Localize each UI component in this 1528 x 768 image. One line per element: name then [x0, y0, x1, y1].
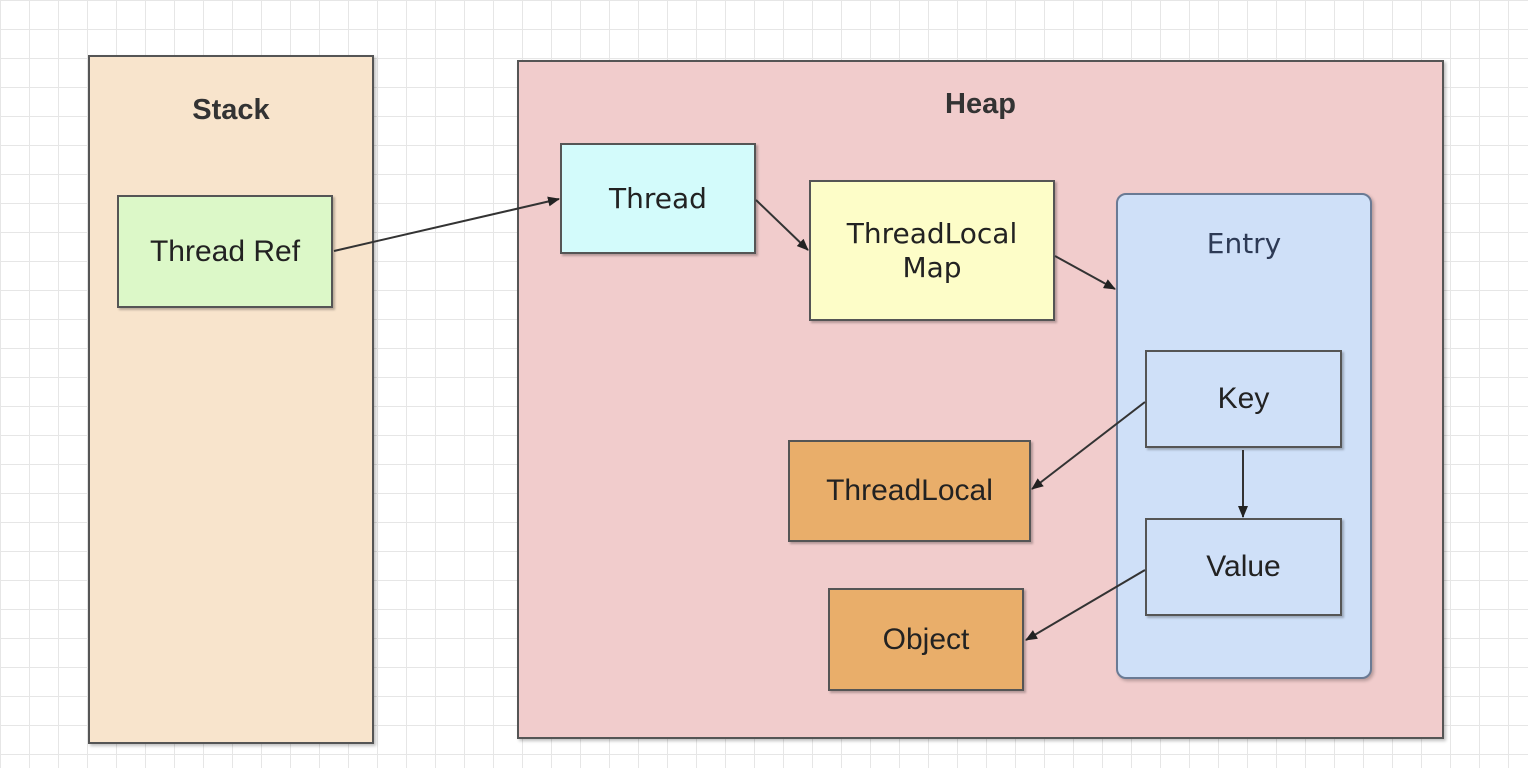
object-node: Object	[828, 588, 1024, 691]
value-label: Value	[1206, 550, 1281, 583]
stack-container: Stack	[88, 55, 374, 744]
key-label: Key	[1217, 382, 1270, 415]
thread-node: Thread	[560, 143, 756, 254]
heap-title: Heap	[945, 88, 1016, 120]
object-label: Object	[882, 622, 970, 656]
threadlocal-label: ThreadLocal	[826, 474, 993, 507]
entry-title: Entry	[1206, 227, 1282, 260]
key-node: Key	[1145, 350, 1342, 448]
arrow-threadref-to-thread	[333, 196, 560, 252]
stack-title: Stack	[192, 94, 270, 126]
arrow-thread-to-threadlocalmap	[755, 199, 809, 251]
arrow-key-to-threadlocal	[1031, 401, 1146, 490]
arrow-value-to-object	[1025, 569, 1146, 641]
threadlocal-map-node: ThreadLocal Map	[809, 180, 1055, 321]
thread-ref-label: Thread Ref	[149, 234, 301, 268]
value-node: Value	[1145, 518, 1342, 616]
threadlocal-node: ThreadLocal	[788, 440, 1031, 542]
thread-ref-node: Thread Ref	[117, 195, 333, 308]
arrow-threadlocalmap-to-entry	[1054, 255, 1116, 290]
thread-label: Thread	[609, 181, 707, 215]
threadlocal-map-label: ThreadLocal Map	[846, 216, 1018, 284]
